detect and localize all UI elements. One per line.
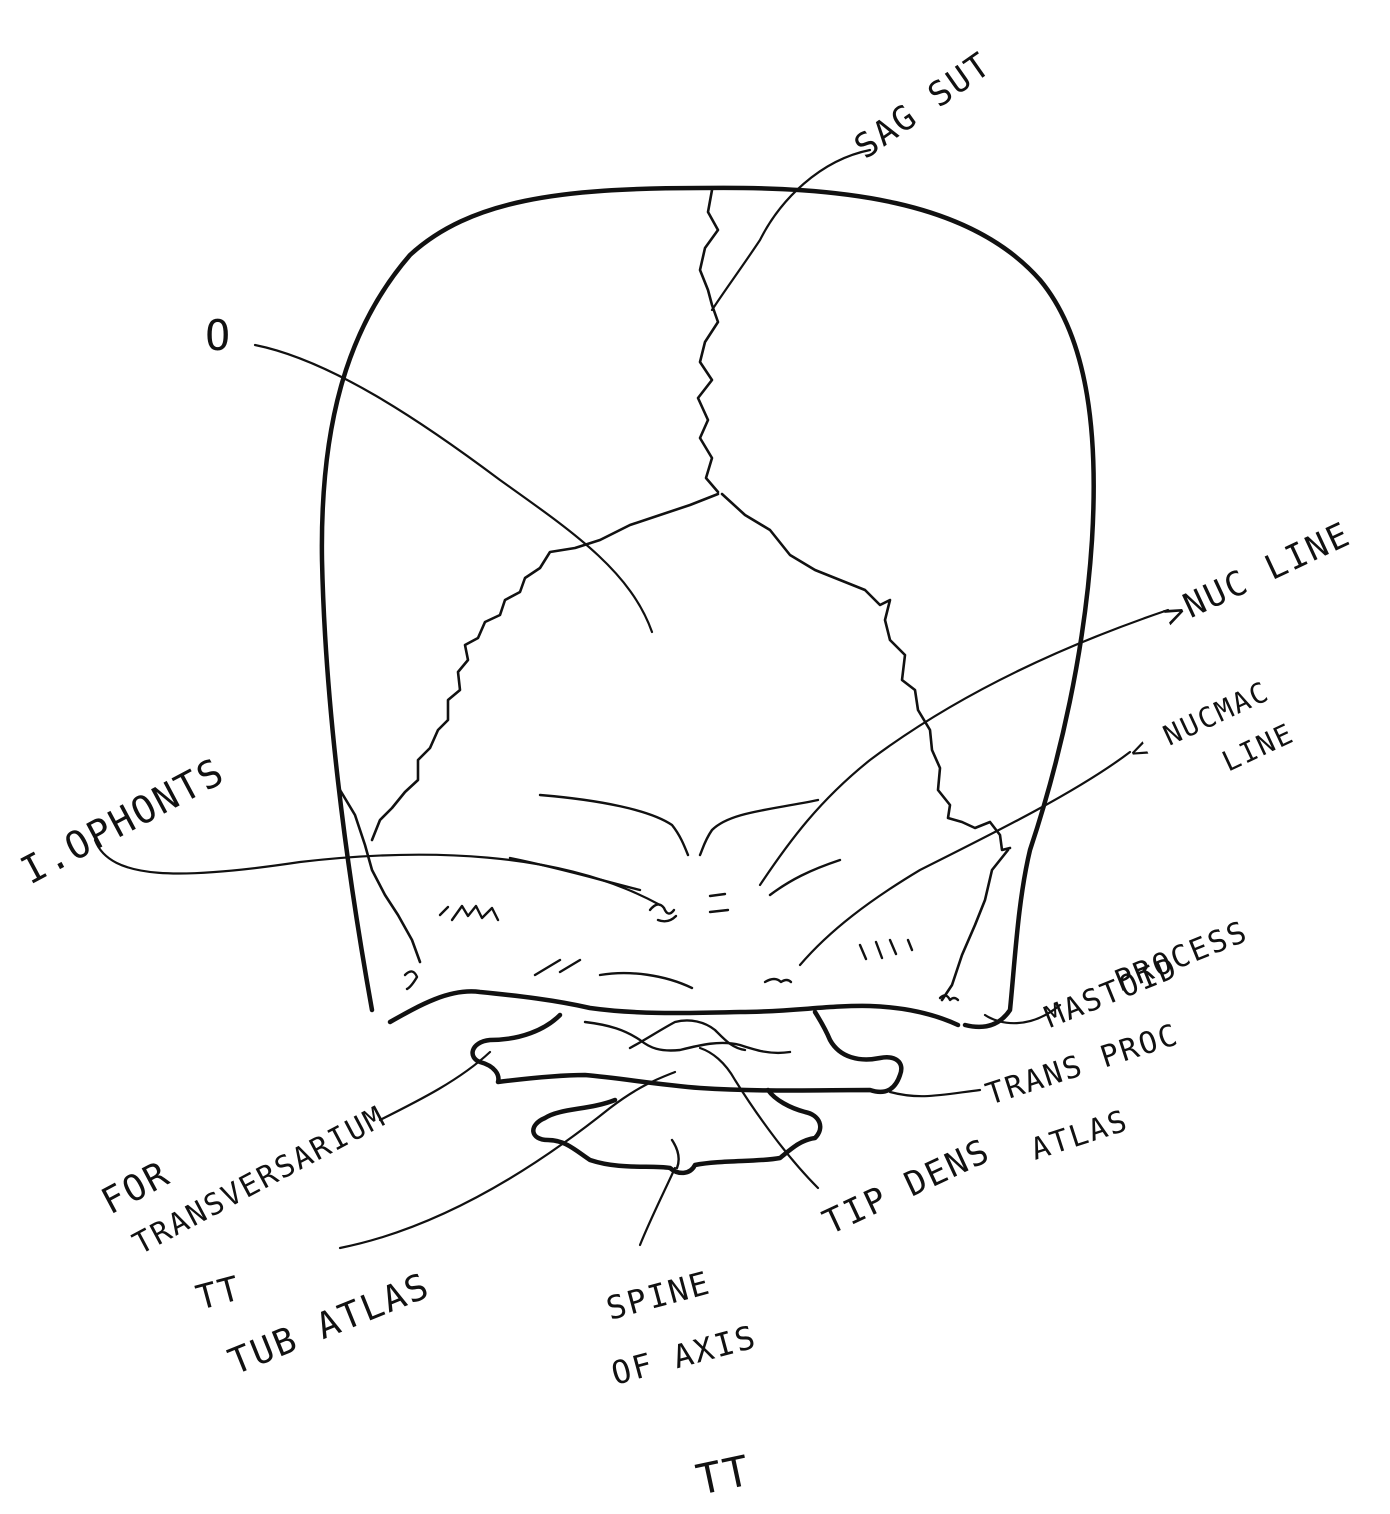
- leader-i-ophonts: [95, 840, 660, 905]
- label-sag-sut: SAG SUT: [847, 44, 999, 167]
- leader-inf-nuc-line: [800, 752, 1130, 965]
- label-mastoid-2: PROCESS: [1110, 914, 1253, 999]
- inferior-ridge-left: [535, 960, 692, 988]
- occipitomastoid-suture-right: [942, 850, 1008, 1000]
- leader-sup-nuc-line: [760, 610, 1168, 885]
- lambdoid-suture-right: [722, 494, 1010, 850]
- leader-tub-atlas: [340, 1072, 675, 1248]
- leader-o: [255, 345, 652, 632]
- mastoid-notch-left: [405, 971, 417, 989]
- label-tub-atlas-symbol: TT: [192, 1268, 246, 1318]
- leader-spine-axis: [640, 1168, 675, 1245]
- muscle-marking-right: [860, 940, 912, 959]
- atlas-vertebra: [473, 1012, 902, 1092]
- label-i-ophonts: I.OPHONTS: [14, 749, 232, 893]
- skull-base-margin: [390, 991, 958, 1025]
- label-tip-dens: TIP DENS: [817, 1131, 997, 1243]
- label-inf-nuc-line-2: LINE: [1217, 717, 1299, 779]
- superior-nuchal-line-right: [700, 800, 818, 855]
- sagittal-suture: [698, 190, 718, 492]
- label-trans-proc-2: ATLAS: [1027, 1103, 1133, 1167]
- skull-outline: [322, 188, 1094, 1027]
- label-spine-axis-2: OF AXIS: [607, 1317, 761, 1392]
- occipital-protuberance: [650, 904, 676, 921]
- atlas-posterior-arch: [585, 1022, 790, 1053]
- axis-vertebra: [533, 1090, 820, 1173]
- superior-nuchal-line-left: [540, 795, 688, 855]
- label-trans-proc-1: TRANS PROC: [982, 1017, 1184, 1112]
- label-spine-axis-1: SPINE: [602, 1264, 715, 1328]
- ridge-mark-1: [710, 894, 725, 896]
- axis-spinous-process: [672, 1140, 679, 1168]
- label-o: O: [205, 311, 232, 360]
- label-tub-atlas: TUB ATLAS: [223, 1266, 436, 1384]
- inferior-nuchal-line-right: [770, 860, 840, 895]
- leader-sag-sut: [712, 150, 870, 310]
- leader-for-trans: [380, 1052, 490, 1120]
- label-sup-nuc-line: >NUC LINE: [1157, 514, 1357, 636]
- lambdoid-suture-left: [372, 494, 718, 840]
- inferior-ridge-right: [765, 979, 791, 982]
- page-mark: TT: [692, 1446, 756, 1505]
- leader-trans-proc: [890, 1090, 980, 1096]
- leader-tip-dens: [700, 1048, 818, 1188]
- ridge-mark-2: [710, 910, 728, 912]
- muscle-marking-left: [440, 906, 498, 920]
